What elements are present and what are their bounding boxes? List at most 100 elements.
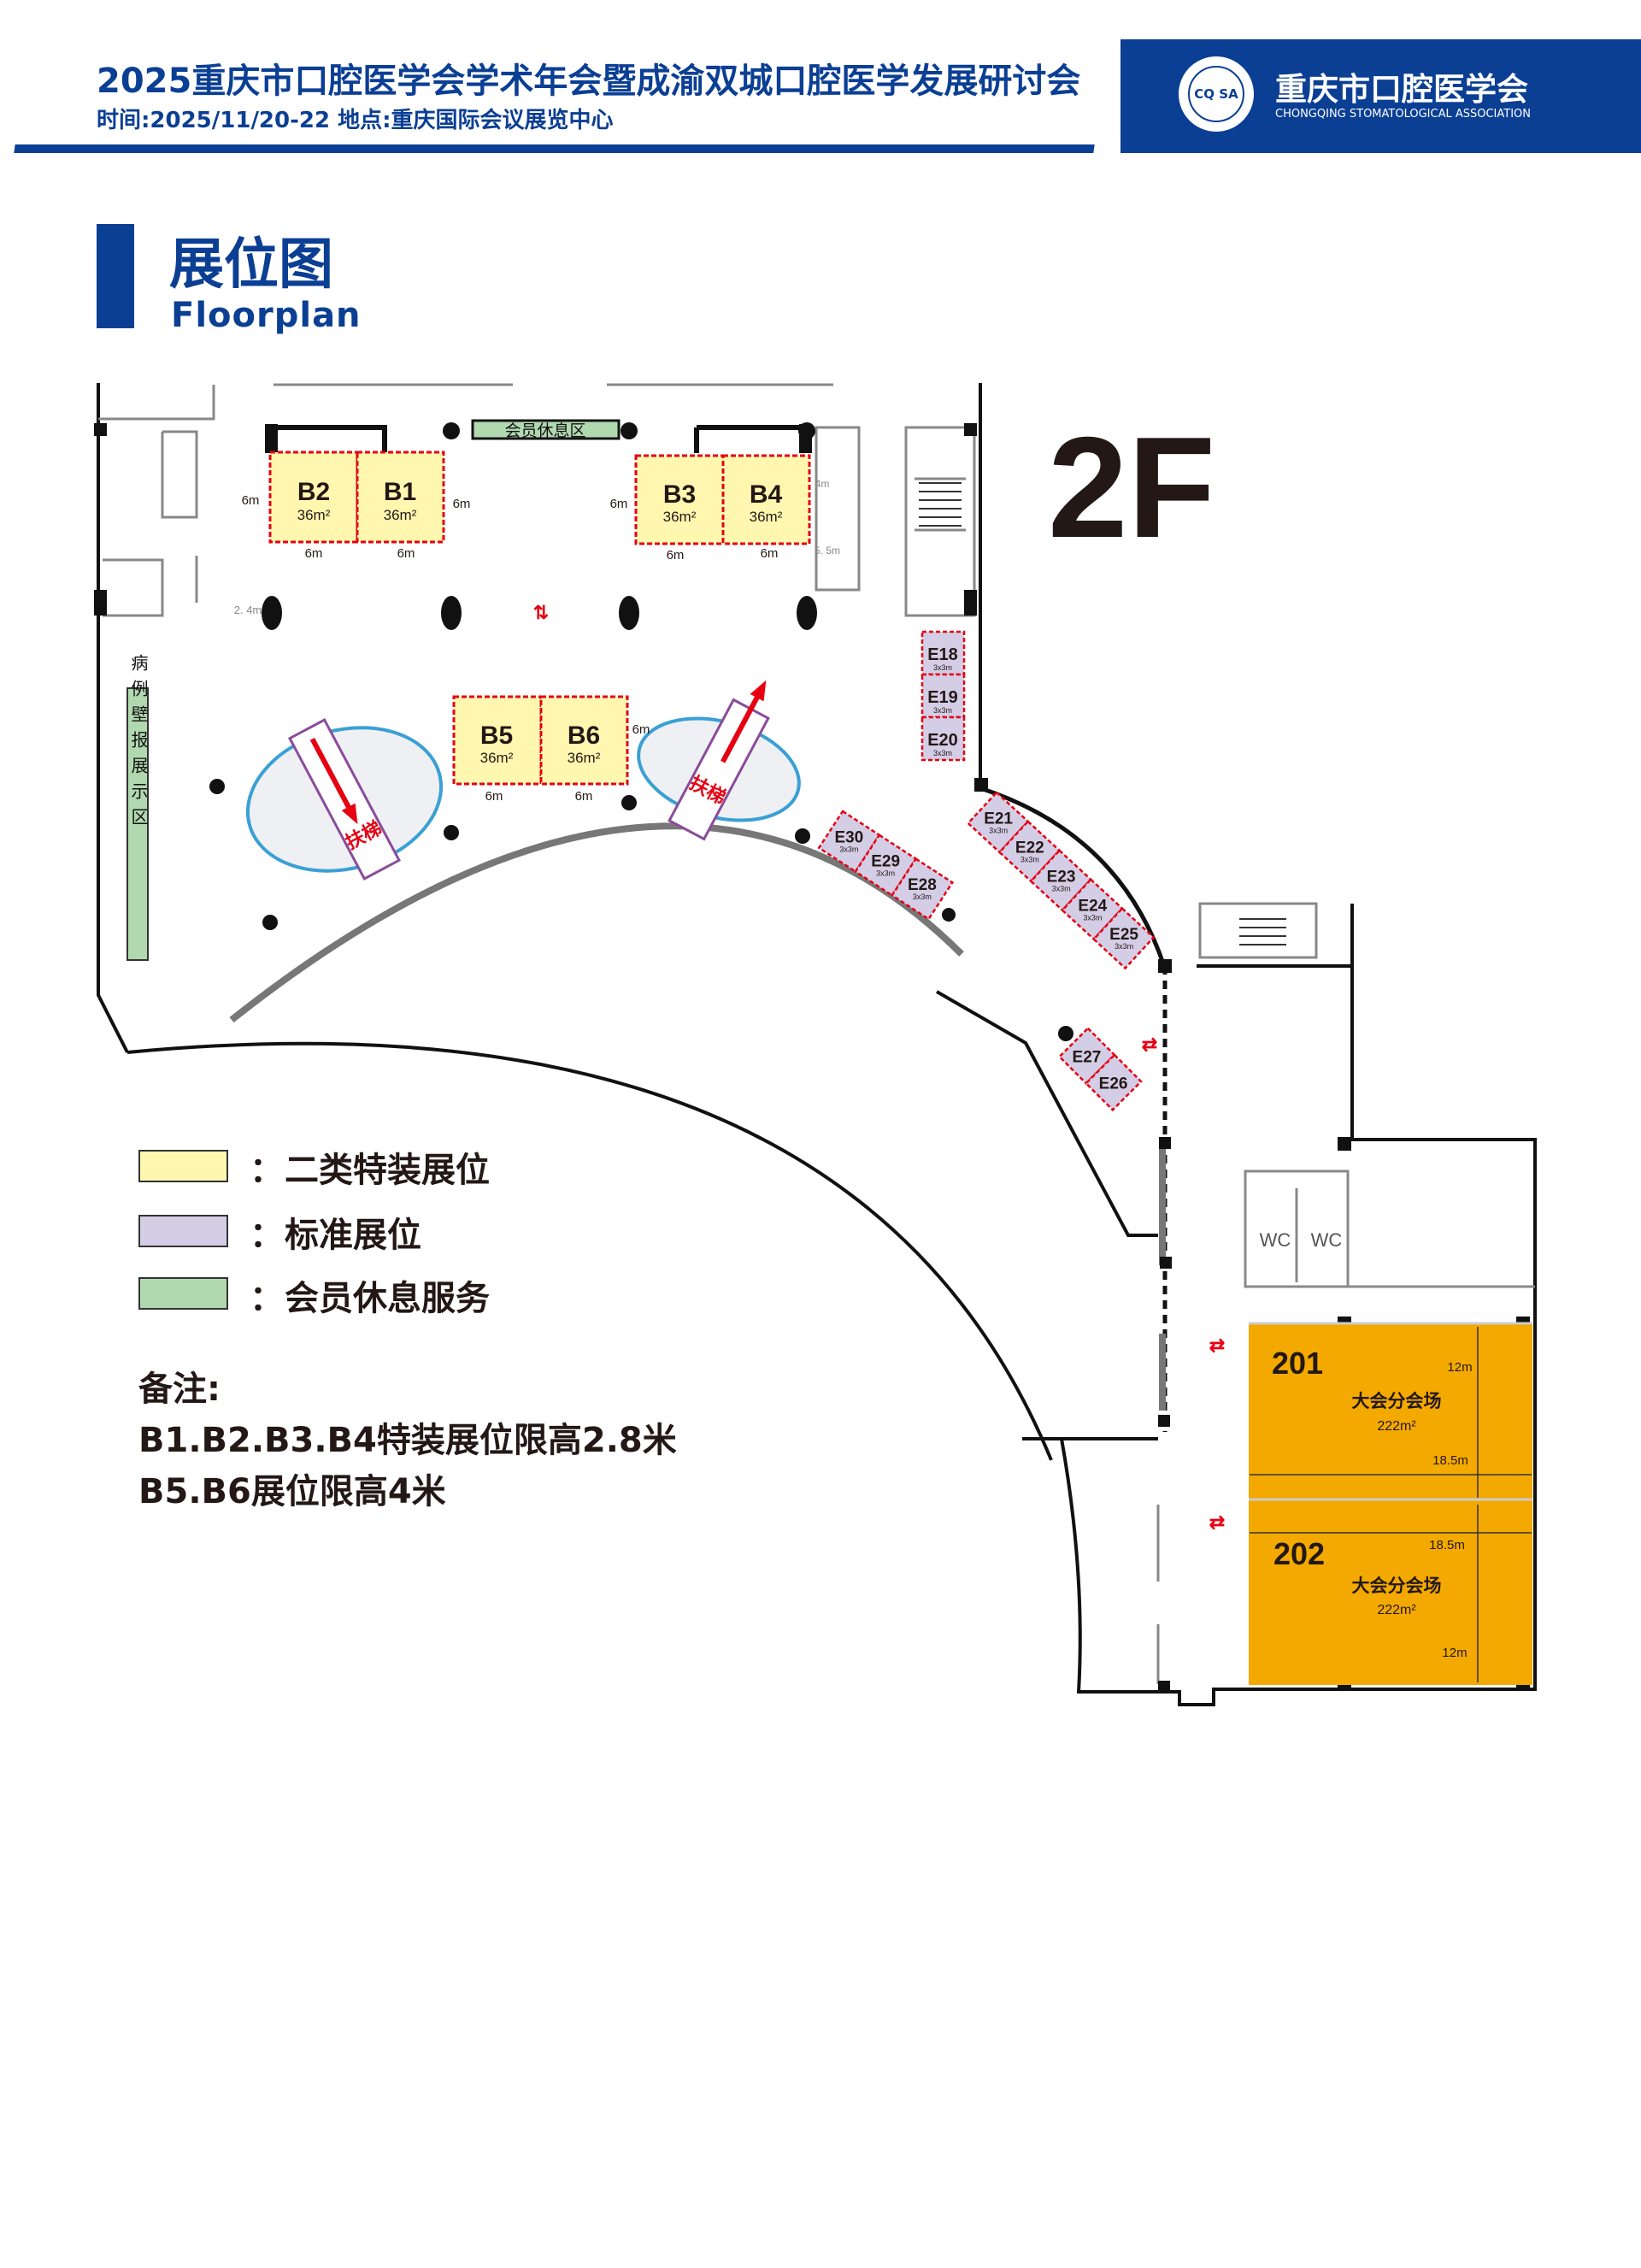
svg-text:B1: B1 <box>384 478 416 506</box>
mezzanine-edge <box>229 822 964 1023</box>
svg-text:18.5m: 18.5m <box>1432 1453 1468 1468</box>
section-accent-bar <box>97 224 134 328</box>
escalator-right: 扶梯 <box>637 680 801 841</box>
two-way-arrow-icon: ⇄ <box>1142 1034 1157 1055</box>
svg-text:3x3m: 3x3m <box>1115 942 1133 951</box>
room-name: 大会分会场 <box>1352 1391 1442 1411</box>
restrooms: WC WC <box>1260 1229 1343 1251</box>
member-lounge-label: 会员休息区 <box>504 421 585 440</box>
svg-text:6m: 6m <box>397 546 415 561</box>
svg-text:3x3m: 3x3m <box>933 663 952 672</box>
svg-text:E20: E20 <box>927 731 958 750</box>
arrow-down-icon <box>341 803 358 825</box>
booth-E27[interactable]: E27 <box>1057 1027 1116 1085</box>
svg-text:6m: 6m <box>610 497 628 511</box>
svg-text:3x3m: 3x3m <box>933 749 952 757</box>
poster-zone: 病例壁报展示区 <box>126 654 149 961</box>
columns <box>94 422 1530 1693</box>
svg-text:3x3m: 3x3m <box>1083 913 1102 922</box>
org-logo-text: CQ SA <box>1188 66 1244 122</box>
arrow-up-icon <box>750 680 767 702</box>
legend-label-special: 二类特装展位 <box>285 1151 490 1190</box>
two-way-arrow-icon: ⇄ <box>1209 1334 1225 1356</box>
room-number: 201 <box>1272 1346 1323 1381</box>
svg-text:6m: 6m <box>667 548 685 563</box>
notes-title: 备注: <box>138 1370 221 1409</box>
svg-text:6m: 6m <box>305 546 323 561</box>
booth-E26[interactable]: E26 <box>1084 1053 1143 1112</box>
svg-text:E26: E26 <box>1099 1075 1128 1093</box>
svg-text:12m: 12m <box>1447 1360 1472 1375</box>
svg-text:6m: 6m <box>575 789 593 804</box>
section-title-en: Floorplan <box>171 296 362 335</box>
room-number: 202 <box>1273 1536 1325 1571</box>
svg-text:E19: E19 <box>927 688 958 707</box>
svg-text:3x3m: 3x3m <box>933 706 952 715</box>
svg-text:E30: E30 <box>834 829 863 847</box>
legend-swatch-member <box>138 1277 228 1310</box>
svg-text:36m²: 36m² <box>297 507 331 523</box>
svg-text:6m: 6m <box>761 546 779 561</box>
poster-zone-label: 病例壁报展示区 <box>128 654 148 834</box>
svg-text:6m: 6m <box>632 722 650 737</box>
svg-text:2. 4m: 2. 4m <box>234 604 262 616</box>
org-banner: CQ SA 重庆市口腔医学会 CHONGQING STOMATOLOGICAL … <box>1120 39 1641 153</box>
svg-text:E22: E22 <box>1015 839 1044 857</box>
escalator-left: 扶梯 <box>245 718 444 881</box>
svg-text:E21: E21 <box>984 810 1013 828</box>
member-lounge-zone: 会员休息区 <box>471 419 621 440</box>
svg-text:3x3m: 3x3m <box>876 869 895 877</box>
flow-arrows: ⇅ ⇄ ⇄ ⇄ <box>533 602 1225 1533</box>
svg-text:12m: 12m <box>1442 1646 1467 1660</box>
svg-text:E29: E29 <box>871 852 900 870</box>
section-title-cn: 展位图 <box>169 233 333 297</box>
legend-swatch-special <box>138 1150 228 1182</box>
org-name-cn: 重庆市口腔医学会 <box>1275 71 1528 108</box>
room-201[interactable]: 201 大会分会场 222m² 12m 18.5m <box>1249 1323 1532 1499</box>
room-divider <box>1249 1322 1532 1501</box>
note-line: B5.B6展位限高4米 <box>138 1472 446 1511</box>
event-time-location: 时间:2025/11/20-22 地点:重庆国际会议展览中心 <box>97 108 614 133</box>
legend-colon: ： <box>250 1151 284 1190</box>
stairs-icon <box>919 482 1286 945</box>
svg-text:E24: E24 <box>1078 897 1107 915</box>
svg-text:B5: B5 <box>480 722 513 750</box>
note-line: B1.B2.B3.B4特装展位限高2.8米 <box>138 1421 677 1460</box>
dimension-labels: 6m 6m 6m 6m 6m 6m 6m 6m 6m 6m 2. 4m 4m 5… <box>234 478 840 804</box>
svg-text:4m: 4m <box>815 478 830 490</box>
legend-colon: ： <box>250 1216 284 1255</box>
org-logo-icon: CQ SA <box>1179 56 1254 132</box>
legend-label-member: 会员休息服务 <box>285 1279 490 1318</box>
svg-text:6m: 6m <box>453 497 471 511</box>
room-name: 大会分会场 <box>1352 1576 1442 1596</box>
svg-text:5. 5m: 5. 5m <box>815 545 840 557</box>
org-name-en: CHONGQING STOMATOLOGICAL ASSOCIATION <box>1275 108 1531 121</box>
svg-text:E23: E23 <box>1047 868 1076 886</box>
svg-text:B2: B2 <box>297 478 330 506</box>
svg-text:3x3m: 3x3m <box>1020 855 1039 863</box>
svg-text:E27: E27 <box>1073 1048 1102 1066</box>
two-way-arrow-icon: ⇄ <box>1209 1511 1225 1533</box>
legend-label-standard: 标准展位 <box>285 1216 421 1255</box>
walls <box>97 383 1537 1706</box>
svg-text:36m²: 36m² <box>568 750 601 766</box>
svg-text:3x3m: 3x3m <box>989 827 1008 835</box>
svg-text:B3: B3 <box>663 480 696 509</box>
room-202[interactable]: 202 大会分会场 222m² 18.5m 12m <box>1249 1499 1532 1685</box>
wc-label: WC <box>1311 1229 1343 1251</box>
